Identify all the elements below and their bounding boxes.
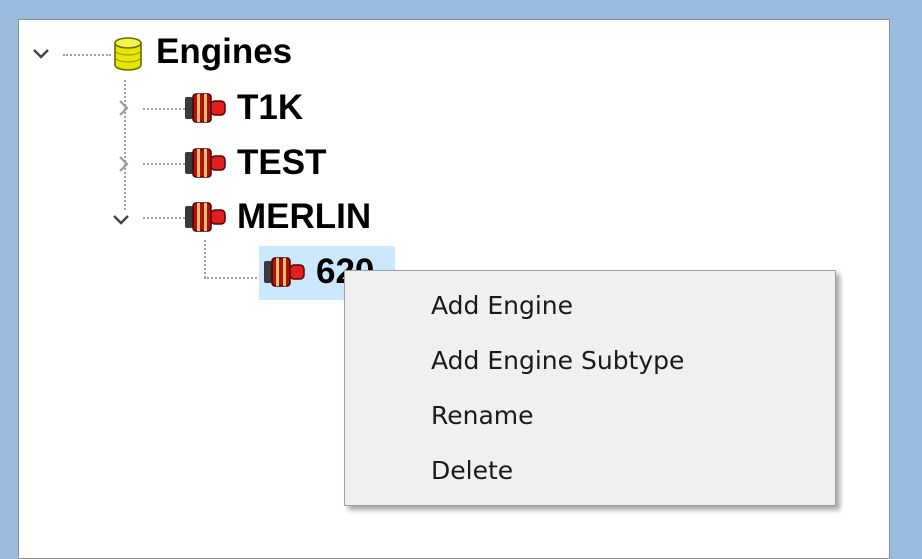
tree-connector	[204, 240, 206, 278]
tree-node-engines[interactable]: Engines	[156, 32, 293, 71]
engine-icon	[184, 199, 228, 240]
chevron-down-icon[interactable]	[112, 211, 130, 229]
chevron-right-icon[interactable]	[115, 99, 133, 117]
menu-item-add-engine-subtype[interactable]: Add Engine Subtype	[431, 346, 685, 375]
tree-connector	[124, 80, 126, 210]
chevron-right-icon[interactable]	[115, 155, 133, 173]
tree-connector	[204, 277, 264, 279]
menu-item-add-engine[interactable]: Add Engine	[431, 291, 574, 320]
tree-connector	[143, 163, 189, 165]
context-menu: Add Engine Add Engine Subtype Rename Del…	[344, 270, 836, 506]
menu-item-delete[interactable]: Delete	[431, 456, 514, 485]
engine-icon	[184, 90, 228, 131]
tree-node-t1k[interactable]: T1K	[237, 88, 304, 127]
tree-connector	[63, 54, 111, 56]
tree-connector	[143, 217, 189, 219]
database-cylinder-icon	[113, 37, 143, 76]
menu-item-rename[interactable]: Rename	[431, 401, 534, 430]
chevron-down-icon[interactable]	[32, 45, 50, 63]
engine-icon	[263, 254, 307, 295]
tree-node-test[interactable]: TEST	[237, 143, 327, 182]
tree-node-merlin[interactable]: MERLIN	[237, 197, 372, 236]
tree-connector	[143, 108, 189, 110]
engine-icon	[184, 145, 228, 186]
